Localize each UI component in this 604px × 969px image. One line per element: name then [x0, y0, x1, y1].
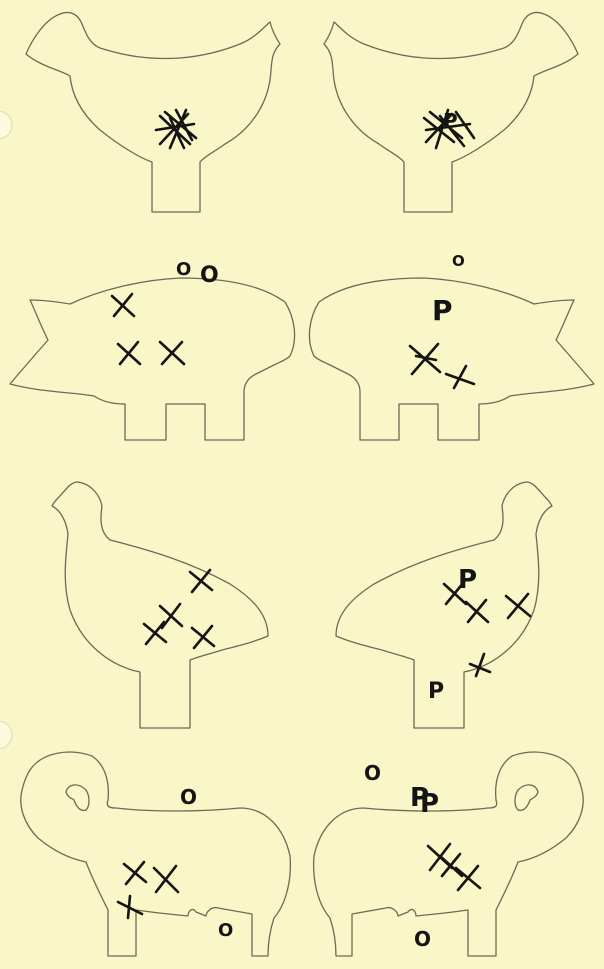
hit-mark	[446, 366, 474, 388]
miss-mark: O	[452, 252, 465, 270]
turkey-target-left	[52, 482, 268, 728]
chicken-left-hit-cluster	[156, 110, 196, 148]
hit-mark	[440, 854, 462, 876]
ram-horn	[66, 785, 89, 810]
hit-mark	[190, 570, 212, 592]
hit-mark	[456, 866, 480, 890]
pellet-mark: P	[420, 789, 439, 819]
miss-mark: O	[364, 761, 381, 785]
miss-mark: O	[414, 927, 431, 951]
pig-right-marks: O P	[410, 252, 474, 388]
ram-target-right	[314, 752, 584, 956]
pig-target-left: O O	[10, 259, 295, 440]
hit-mark	[160, 342, 184, 364]
ram-silhouette	[314, 752, 584, 956]
pig-silhouette	[10, 278, 295, 440]
miss-mark: O	[176, 259, 191, 280]
ram-silhouette	[21, 752, 291, 956]
turkey-right-marks: P P	[428, 565, 530, 704]
hit-mark	[144, 622, 166, 644]
hit-mark	[118, 342, 140, 364]
miss-mark: O	[200, 263, 219, 288]
ram-horn	[515, 785, 538, 810]
chicken-silhouette	[26, 12, 280, 212]
hit-mark	[112, 294, 134, 316]
hit-mark	[470, 654, 490, 676]
miss-mark: O	[218, 920, 233, 941]
punch-hole-bottom	[0, 721, 12, 749]
hit-mark	[410, 344, 440, 374]
chicken-target-left	[26, 12, 280, 212]
miss-mark: O	[180, 785, 197, 809]
hit-mark	[506, 594, 530, 618]
pellet-mark: P	[443, 109, 458, 133]
ram-right-marks: O P P O	[364, 761, 480, 951]
hit-mark	[154, 866, 178, 892]
hit-mark	[124, 862, 146, 884]
chicken-right-hit-cluster: P	[424, 109, 474, 148]
hit-mark	[466, 600, 488, 622]
punch-hole-top	[0, 111, 12, 139]
pellet-mark: P	[428, 679, 444, 704]
hit-mark	[118, 896, 142, 918]
hit-mark	[192, 626, 214, 648]
pellet-mark: P	[432, 294, 453, 327]
ram-target-left: O O	[21, 752, 291, 956]
pellet-mark: P	[458, 565, 477, 595]
